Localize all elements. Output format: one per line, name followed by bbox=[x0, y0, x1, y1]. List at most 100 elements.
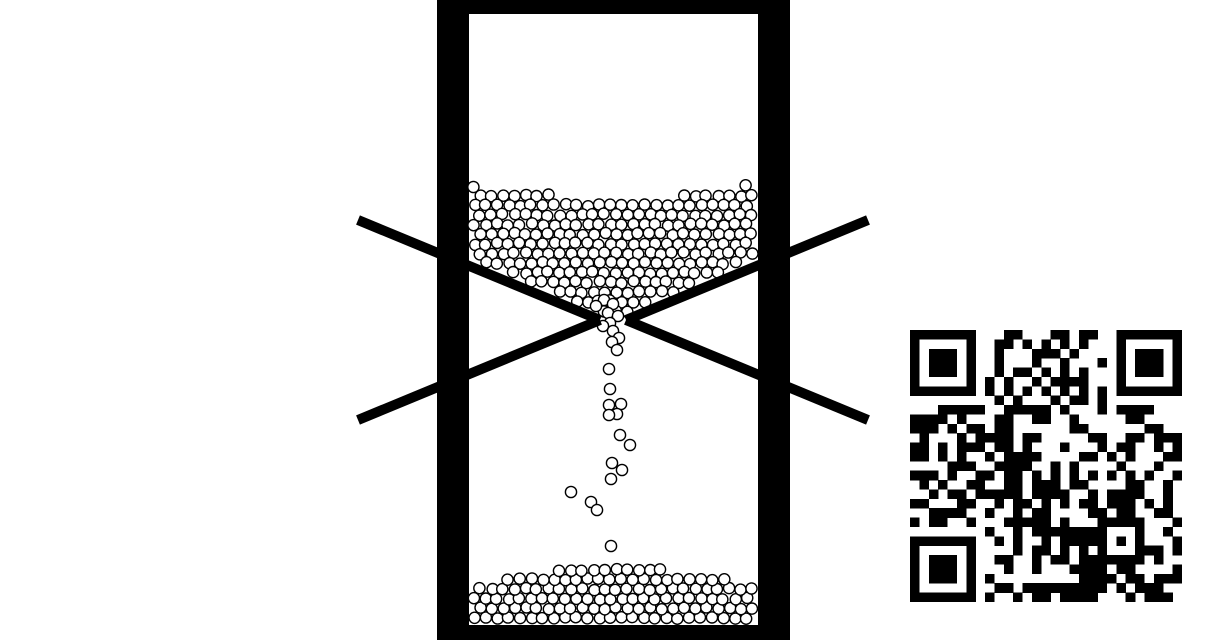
sand-grain bbox=[706, 573, 719, 587]
sand-grain bbox=[665, 208, 678, 222]
sand-grain bbox=[542, 602, 556, 616]
sand-grain bbox=[603, 382, 617, 396]
sand-grain bbox=[620, 563, 634, 577]
qr-module bbox=[1078, 555, 1089, 565]
sand-grain bbox=[478, 198, 492, 212]
qr-module bbox=[1153, 573, 1164, 584]
sand-grain bbox=[590, 503, 604, 517]
qr-module bbox=[910, 376, 920, 387]
sand-grain bbox=[553, 285, 567, 298]
qr-module bbox=[1153, 386, 1164, 396]
sand-grain bbox=[588, 564, 601, 577]
qr-module bbox=[1060, 358, 1070, 368]
qr-module bbox=[1144, 405, 1155, 415]
qr-module bbox=[994, 414, 1004, 424]
qr-module bbox=[985, 489, 995, 500]
qr-module bbox=[1144, 592, 1155, 602]
sand-grain bbox=[653, 226, 667, 240]
qr-module bbox=[1069, 414, 1080, 424]
qr-module bbox=[1003, 564, 1014, 575]
qr-module bbox=[1041, 348, 1051, 359]
qr-module bbox=[1125, 480, 1136, 490]
sand-grain bbox=[593, 256, 607, 269]
sand-grain bbox=[484, 189, 498, 203]
qr-module bbox=[1003, 555, 1014, 565]
qr-module bbox=[1088, 330, 1098, 340]
qr-module bbox=[985, 508, 995, 518]
sand-grain bbox=[602, 408, 616, 422]
qr-module bbox=[1144, 386, 1155, 396]
qr-module bbox=[1172, 433, 1182, 443]
qr-module bbox=[956, 330, 967, 340]
qr-module bbox=[975, 470, 986, 481]
qr-module bbox=[1013, 470, 1023, 481]
qr-module bbox=[938, 480, 948, 490]
qr-module bbox=[1041, 480, 1051, 490]
qr-module bbox=[994, 433, 1004, 443]
qr-module bbox=[1172, 386, 1182, 396]
qr-module bbox=[1172, 348, 1182, 359]
qr-module bbox=[910, 498, 920, 509]
sand-grain bbox=[564, 285, 577, 298]
sand-grain bbox=[608, 583, 622, 597]
qr-module bbox=[1078, 386, 1089, 396]
qr-module bbox=[1125, 592, 1136, 602]
qr-module bbox=[1041, 592, 1051, 602]
qr-module bbox=[966, 330, 976, 340]
sand-grain bbox=[569, 274, 582, 288]
qr-module bbox=[919, 498, 929, 509]
qr-module bbox=[1125, 498, 1136, 509]
qr-module bbox=[1013, 545, 1023, 556]
qr-module bbox=[975, 489, 986, 500]
qr-module bbox=[910, 423, 920, 434]
qr-module bbox=[966, 573, 976, 584]
qr-module bbox=[966, 358, 976, 368]
qr-module bbox=[1022, 442, 1033, 453]
qr-module bbox=[1003, 330, 1014, 340]
sand-grain bbox=[745, 602, 759, 615]
qr-module bbox=[1097, 395, 1108, 406]
qr-module bbox=[1031, 555, 1042, 565]
qr-module bbox=[1041, 339, 1051, 349]
qr-module bbox=[1050, 348, 1061, 359]
sand-grain bbox=[682, 591, 696, 605]
qr-module bbox=[1031, 489, 1042, 500]
sand-grain bbox=[626, 592, 640, 606]
qr-module bbox=[1144, 470, 1155, 481]
qr-module bbox=[1050, 489, 1061, 500]
qr-module bbox=[947, 405, 958, 415]
qr-module bbox=[1060, 517, 1070, 528]
qr-module bbox=[975, 405, 986, 415]
qr-module bbox=[1031, 592, 1042, 602]
qr-module bbox=[1050, 395, 1061, 406]
qr-module bbox=[1060, 583, 1070, 593]
sand-grain bbox=[611, 309, 625, 323]
qr-module bbox=[1069, 395, 1080, 406]
sand-grain bbox=[695, 198, 709, 212]
qr-module bbox=[1041, 545, 1051, 556]
qr-module bbox=[928, 489, 939, 500]
qr-module bbox=[1125, 489, 1136, 500]
qr-module bbox=[1031, 517, 1042, 528]
qr-module bbox=[1163, 386, 1173, 396]
sand-grain bbox=[683, 573, 696, 586]
qr-module bbox=[956, 442, 967, 453]
sand-grain bbox=[717, 198, 731, 212]
qr-module bbox=[1088, 536, 1098, 546]
qr-module bbox=[1172, 517, 1182, 528]
qr-module bbox=[910, 545, 920, 556]
qr-module bbox=[1116, 536, 1126, 546]
qr-module bbox=[1097, 405, 1108, 415]
qr-module bbox=[975, 423, 986, 434]
qr-module bbox=[1106, 573, 1117, 584]
sand-grain bbox=[541, 265, 554, 278]
qr-module bbox=[910, 330, 920, 340]
qr-module bbox=[1022, 583, 1033, 593]
qr-module bbox=[938, 405, 948, 415]
qr-module bbox=[1172, 573, 1182, 584]
qr-module bbox=[928, 330, 939, 340]
sand-grain bbox=[695, 255, 709, 269]
qr-module bbox=[1144, 348, 1155, 359]
qr-module bbox=[1069, 536, 1080, 546]
qr-module bbox=[1125, 451, 1136, 462]
